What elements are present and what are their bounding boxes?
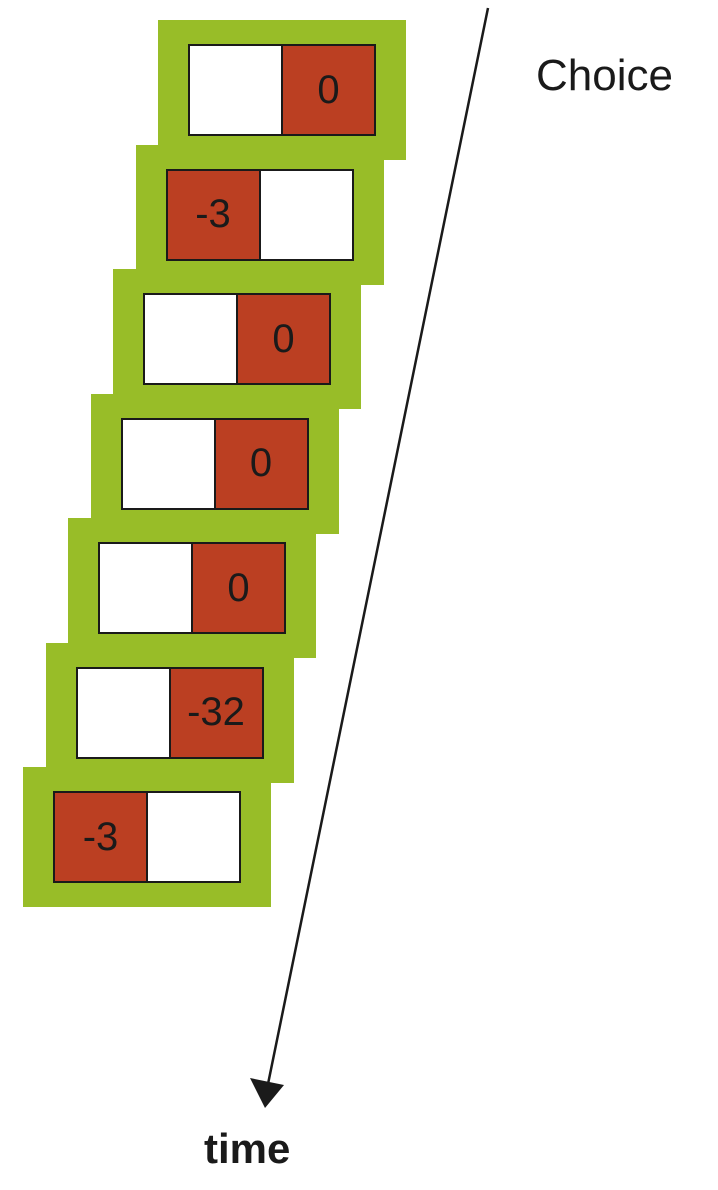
unselected-card-right [260, 170, 352, 259]
choice-label: Choice [536, 51, 673, 100]
time-arrow-line [266, 7, 490, 1085]
selected-card-left: -3 [167, 170, 261, 259]
time-axis-label: time [204, 1125, 291, 1172]
selected-card-right: 0 [193, 544, 284, 632]
trial-frame: 0 [113, 269, 361, 409]
unselected-card-left [190, 46, 283, 134]
card-pair: -32 [75, 666, 264, 759]
trial-frame: 0 [68, 518, 316, 658]
trial-frame: 0 [158, 20, 406, 160]
card-pair: 0 [188, 44, 376, 136]
card-pair: 0 [143, 293, 331, 385]
unselected-card-left [77, 668, 171, 757]
selected-card-right: 0 [215, 419, 307, 508]
trial-frame: -32 [45, 642, 294, 783]
unselected-card-left [145, 295, 238, 383]
selected-card-left: -3 [55, 793, 148, 881]
unselected-card-left [100, 544, 193, 632]
card-pair: 0 [120, 417, 309, 510]
card-pair: -3 [53, 791, 241, 883]
selected-card-right: 0 [283, 46, 374, 134]
card-pair: 0 [98, 542, 286, 634]
selected-card-right: 0 [238, 295, 329, 383]
card-pair: -3 [165, 168, 354, 261]
unselected-card-left [122, 419, 216, 508]
trial-frame: -3 [135, 144, 384, 285]
unselected-card-right [148, 793, 239, 881]
trial-frame: -3 [23, 767, 271, 907]
time-arrow-head [250, 1078, 284, 1108]
trial-frame: 0 [90, 393, 339, 534]
selected-card-right: -32 [170, 668, 262, 757]
